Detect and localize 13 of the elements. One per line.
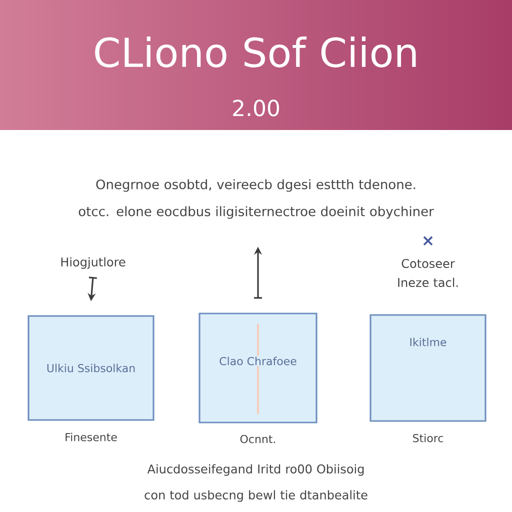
panel-box: Ulkiu Ssibsolkan <box>28 315 154 421</box>
cross-mark: × <box>423 236 433 246</box>
title: CLiono Sof Ciion <box>95 36 416 68</box>
footer-note: Aiucdosseifegand Iritd ro00 Obiisoig con tod usbecng bewl tie dtanbealite <box>144 464 368 502</box>
box-caption: Ocnnt. <box>240 434 276 444</box>
version-number: 2.00 <box>233 100 280 116</box>
side-note: Cotoseer Ineze tacl. <box>398 258 458 288</box>
panel-box: Clao Chrafoee <box>198 312 318 424</box>
node-label: Hiogjutlore <box>61 257 126 269</box>
box-caption: Finesente <box>66 432 117 442</box>
panel-box: Ikitlme <box>370 314 486 422</box>
box-caption: Stiorc <box>413 434 444 442</box>
intro-paragraph: Onegrnoe osobtd, veireecb dgesi esttth tdenone. otcc. elone eocdbus iligisiternectroe doeinit obychiner <box>78 179 434 219</box>
